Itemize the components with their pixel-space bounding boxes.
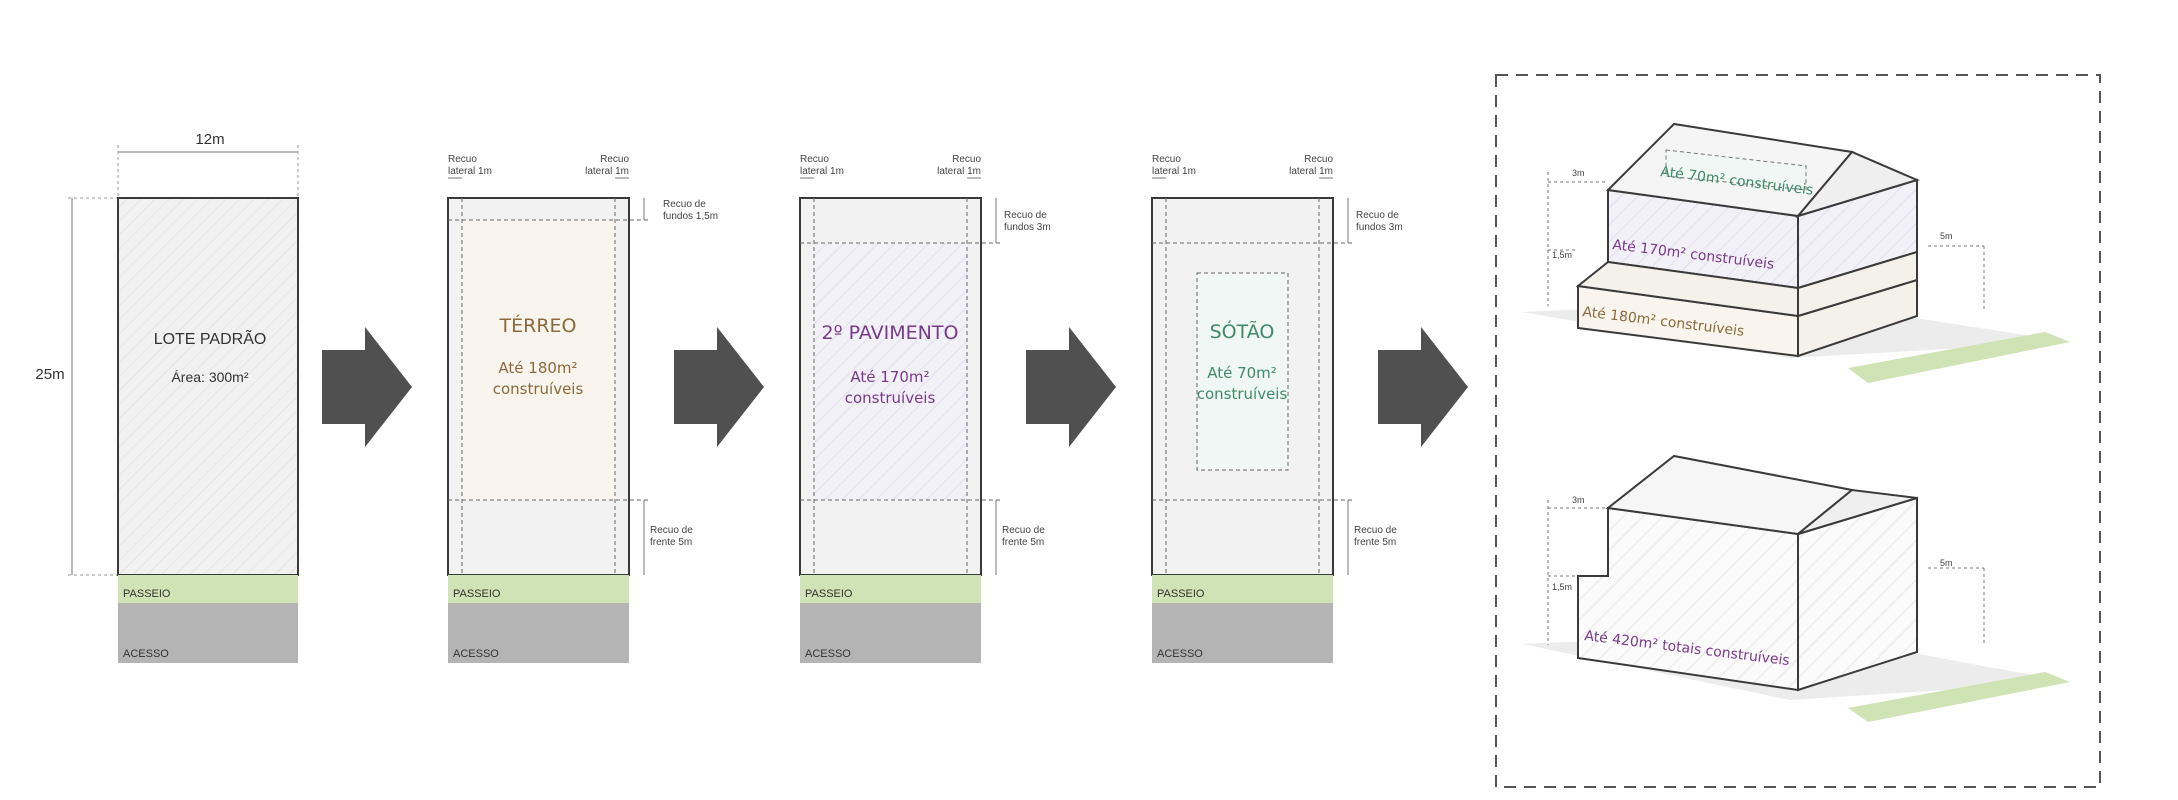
recuo-lateral-right-l1: Recuo [600,154,629,165]
terreo-buildable-area [462,220,615,500]
passeio-label: PASSEIO [1157,588,1205,600]
pavimento-buildable-area [814,243,967,500]
dim-3m-label: 3m [1572,168,1585,178]
pavimento-area-l1: Até 170m² [850,368,929,386]
recuo-fundos-l1: Recuo de [1004,210,1047,221]
recuo-lateral-right-l1: Recuo [1304,154,1333,165]
dim-1-5m-label: 1,5m [1552,582,1572,592]
arrow-right-icon [1026,327,1116,447]
recuo-lateral-right-l2: lateral 1m [937,166,981,177]
acesso-strip [800,603,981,663]
passeio-strip [1152,575,1333,603]
panel-lote-padrao: 12m 25m LOTE PADRÃO Área: 300m² PASSEIO … [35,131,299,663]
passeio-green [1848,332,2070,383]
total-roof-gable [1797,488,1918,535]
dim-3m-label: 3m [1572,495,1585,505]
recuo-fundos-l2: fundos 3m [1356,222,1403,233]
lot-rect [117,197,299,576]
recuo-lateral-left-l2: lateral 1m [1152,166,1196,177]
recuo-frente-l1: Recuo de [1002,525,1045,536]
terreo-top-side [1797,250,1918,318]
sotao-area-l2: construíveis [1197,385,1288,403]
acesso-label: ACESSO [1157,648,1203,660]
passeio-label: PASSEIO [453,588,501,600]
passeio-label: PASSEIO [123,588,171,600]
acesso-label: ACESSO [805,648,851,660]
acesso-strip [118,603,298,663]
recuo-lateral-left-l2: lateral 1m [448,166,492,177]
recuo-frente-l1: Recuo de [650,525,693,536]
terreo-area-l1: Até 180m² [498,359,577,377]
lot-title: LOTE PADRÃO [154,328,267,348]
recuo-fundos-l1: Recuo de [663,199,706,210]
roof-gable [1795,150,1920,218]
panel-sotao: Recuo lateral 1m Recuo lateral 1m Recuo … [1151,154,1403,663]
axonometric-frame [1495,74,2101,788]
recuo-frente-l2: frente 5m [650,537,692,548]
recuo-lateral-left-l2: lateral 1m [800,166,844,177]
dim-5m-label: 5m [1940,558,1953,568]
arrow-right-icon [322,327,412,447]
panel-2-pavimento: Recuo lateral 1m Recuo lateral 1m Recuo … [799,154,1051,663]
recuo-frente-l1: Recuo de [1354,525,1397,536]
recuo-lateral-left-l1: Recuo [448,154,477,165]
sotao-area-l1: Até 70m² [1207,364,1277,382]
acesso-strip [1152,603,1333,663]
recuo-lateral-left-l1: Recuo [1152,154,1181,165]
lot-area: Área: 300m² [171,369,248,385]
passeio-green [1848,672,2070,722]
sotao-buildable-area [1196,272,1289,471]
recuo-fundos-l2: fundos 1,5m [663,211,718,222]
dim-5m-label: 5m [1940,231,1953,241]
terreo-title: TÉRREO [499,314,577,337]
passeio-label: PASSEIO [805,588,853,600]
recuo-frente-l2: frente 5m [1002,537,1044,548]
axo-total-volume: 3m 1,5m 5m Até 420m² totais construíveis [1522,454,2070,722]
axo-stacked-floors: 3m 1,5m 5m Até 70m² construíveis Até 170… [1522,122,2070,383]
acesso-label: ACESSO [123,648,169,660]
terreo-area-l2: construíveis [493,380,584,398]
arrow-right-icon [1378,327,1468,447]
sotao-volume [1665,149,1807,191]
passeio-strip [118,575,298,603]
panel-terreo: Recuo lateral 1m Recuo lateral 1m Recuo … [447,154,718,663]
pavimento-title: 2º PAVIMENTO [822,322,959,344]
recuo-lateral-left-l1: Recuo [800,154,829,165]
recuo-lateral-right-l2: lateral 1m [1289,166,1333,177]
pavimento-area-l2: construíveis [845,389,936,407]
passeio-strip [800,575,981,603]
sotao-title: SÓTÃO [1210,319,1275,343]
recuo-fundos-l2: fundos 3m [1004,222,1051,233]
passeio-strip [448,575,629,603]
recuo-lateral-right-l1: Recuo [952,154,981,165]
recuo-frente-l2: frente 5m [1354,537,1396,548]
dim-1-5m-label: 1,5m [1552,250,1572,260]
acesso-label: ACESSO [453,648,499,660]
lot-depth-label: 25m [35,366,64,383]
recuo-fundos-l1: Recuo de [1356,210,1399,221]
acesso-strip [448,603,629,663]
arrow-right-icon [674,327,764,447]
lot-width-label: 12m [195,131,224,148]
recuo-lateral-right-l2: lateral 1m [585,166,629,177]
